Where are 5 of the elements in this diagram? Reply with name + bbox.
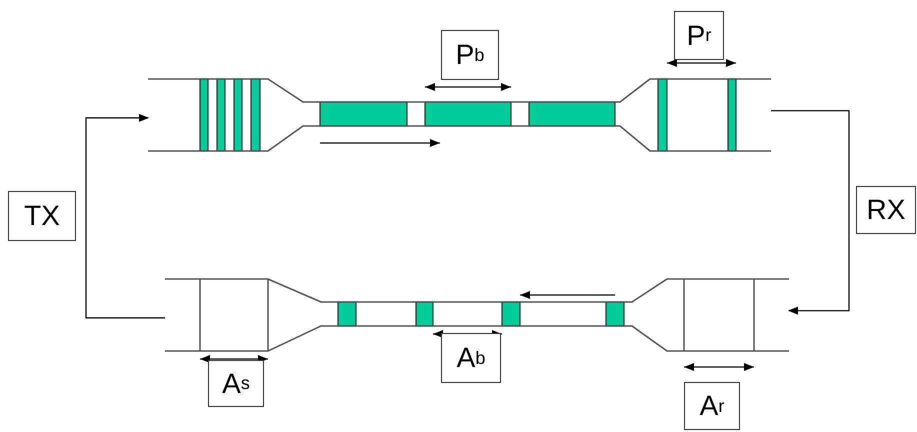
pipe-drawing [148, 78, 771, 152]
arrow [85, 114, 165, 318]
arrow [771, 110, 850, 315]
variable-label: TX [8, 191, 76, 241]
variable-label: RX [856, 186, 916, 234]
